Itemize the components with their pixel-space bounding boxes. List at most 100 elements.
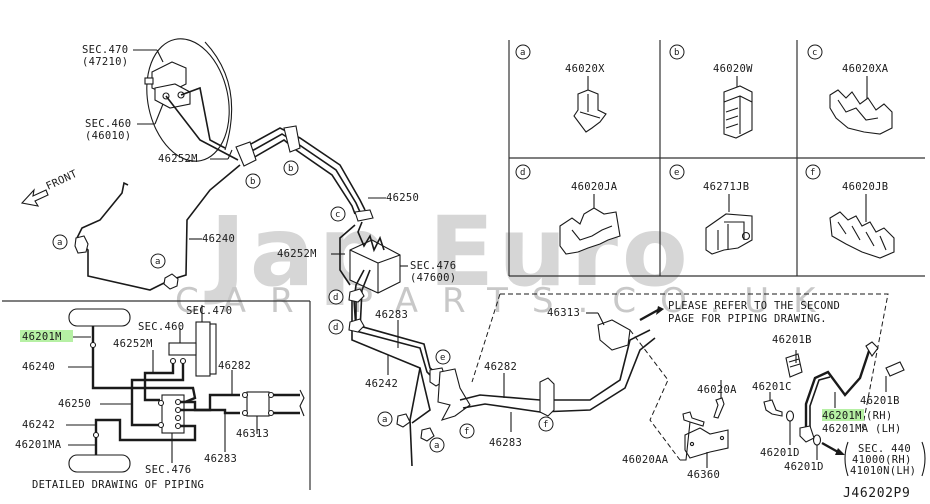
tag-d-2-text: d	[333, 323, 339, 333]
tag-f-left-text: f	[464, 427, 470, 437]
pipe-46240-group: a a 46240	[52, 164, 241, 291]
clip-f-right	[539, 377, 555, 417]
tag-a-lower	[150, 253, 166, 269]
label-sec440-lh: 41010N(LH)	[850, 465, 916, 477]
label-46282: 46282	[484, 361, 517, 373]
label-46242: 46242	[365, 378, 398, 390]
clip-d-2	[348, 318, 365, 333]
diagram-code: J46202P9	[843, 486, 910, 501]
label-46201d-right: 46201D	[784, 461, 824, 473]
label-46250: 46250	[386, 192, 419, 204]
detail-abs-port-4	[174, 422, 182, 430]
label-sec476-sub: (47600)	[410, 272, 456, 284]
bolt-46020aa	[682, 411, 705, 427]
label-46020a: 46020A	[697, 384, 737, 396]
detail-label-sec470: SEC.470	[186, 305, 232, 317]
connector-46313	[597, 319, 631, 351]
label-rh-suffix: (RH)	[866, 410, 893, 422]
label-46201b-top: 46201B	[772, 334, 812, 346]
label-46201c: 46201C	[752, 381, 792, 393]
detail-313-out-2	[267, 409, 275, 417]
pipe-46250-group: b b c 46250	[235, 125, 419, 222]
detail-313-in-1	[241, 391, 249, 399]
pipe-mc-to-junction-2	[165, 95, 239, 161]
cell-tag-c	[807, 44, 823, 60]
hose-end-fitting	[865, 341, 879, 357]
cell-tag-a	[515, 44, 531, 60]
paren-left	[844, 441, 849, 477]
arrow-to-sec440-icon	[835, 448, 845, 455]
cell-tag-c-text: c	[812, 48, 818, 58]
detail-break-mark	[299, 389, 305, 417]
label-46252m-top: 46252M	[158, 153, 198, 165]
tag-b-2-text: b	[288, 164, 294, 174]
clip-46020ja-drawing	[559, 207, 621, 255]
booster-rim	[204, 41, 233, 151]
refer-arrow-line	[639, 308, 659, 322]
label-sec440: SEC. 440	[858, 443, 911, 455]
clip-46020xa-detail	[837, 99, 879, 121]
clip-cell-a: a 46020X	[515, 44, 607, 133]
tag-a-rear-2	[429, 437, 445, 453]
master-cylinder-assembly: SEC.470 (47210) SEC.460 (46010) 46252M	[82, 38, 239, 165]
label-sec460: SEC.460	[85, 118, 131, 130]
leader-sec460-b	[154, 103, 164, 125]
bracket-hole-1	[689, 441, 695, 447]
dashed-boundary-bracket	[629, 329, 681, 461]
brake-booster-outline	[146, 38, 230, 162]
clip-c	[354, 209, 374, 222]
leader-46020aa	[680, 421, 691, 461]
detail-label-46201m: 46201M	[22, 331, 62, 343]
label-46201d-left: 46201D	[760, 447, 800, 459]
cell-tag-e-text: e	[674, 168, 680, 178]
tag-a-lower-text: a	[155, 257, 161, 267]
bracket-hole-2	[719, 435, 725, 441]
detail-pipe-46252m-b	[130, 362, 185, 427]
clip-46271jb-hole	[741, 231, 751, 241]
detail-pipe-46252m-a	[143, 362, 175, 402]
tag-e-text: e	[440, 353, 446, 363]
front-arrow-icon	[20, 188, 49, 207]
cell-part-c: 46020XA	[842, 63, 889, 75]
cell-tag-a-text: a	[520, 48, 526, 58]
clip-46020w-drawing	[723, 85, 753, 139]
detail-fitting-46201m	[89, 341, 97, 349]
clip-46020jb-drawing	[829, 211, 895, 259]
hose-banjo-end	[799, 425, 815, 443]
detail-piping-box: SEC.470 SEC.460 46201M 46240 46252M SEC.…	[2, 300, 311, 491]
pipe-46250-b	[242, 133, 361, 213]
cell-tag-e	[669, 164, 685, 180]
cell-part-a: 46020X	[565, 63, 605, 75]
tag-d-1-text: d	[333, 293, 339, 303]
tag-b-1	[245, 173, 261, 189]
detail-label-46252m: 46252M	[113, 338, 153, 350]
detail-abs-in-2	[157, 421, 165, 429]
cell-tag-d-text: d	[520, 168, 526, 178]
pipe-46282	[459, 329, 651, 401]
detail-abs-port-1	[174, 398, 182, 406]
detail-label-46201ma: 46201MA	[15, 439, 62, 451]
label-sec460-sub: (46010)	[85, 130, 131, 142]
detail-pipe-46283	[180, 408, 240, 415]
clip-46020w-detail	[723, 95, 753, 134]
pipe-46283-lower	[462, 337, 656, 413]
clip-cell-d: d 46020JA	[515, 164, 621, 255]
detail-label-46250: 46250	[58, 398, 91, 410]
label-46252m-mid: 46252M	[277, 248, 317, 260]
clip-cell-b: b 46020W	[669, 44, 753, 139]
brake-hose-46201m	[804, 347, 872, 430]
tag-f-right	[538, 416, 554, 432]
detail-abs-port-2	[174, 406, 182, 414]
highlight-46201m	[20, 330, 73, 342]
washer-46201d-right	[812, 434, 822, 446]
brake-hose-group: 46201B 46201C 46201B 46201M (RH) 46201MA…	[752, 334, 926, 477]
leader-46252m-top-b	[227, 149, 233, 160]
label-46020aa: 46020AA	[622, 454, 669, 466]
detail-abs-in-1	[157, 399, 165, 407]
tag-c-text: c	[335, 210, 341, 220]
front-label: FRONT	[44, 168, 79, 193]
clip-46271jb-drawing	[705, 213, 753, 255]
clip-46020x-detail	[579, 94, 601, 119]
reference-boundary: PLEASE REFER TO THE SECOND PAGE FOR PIPI…	[471, 293, 889, 461]
